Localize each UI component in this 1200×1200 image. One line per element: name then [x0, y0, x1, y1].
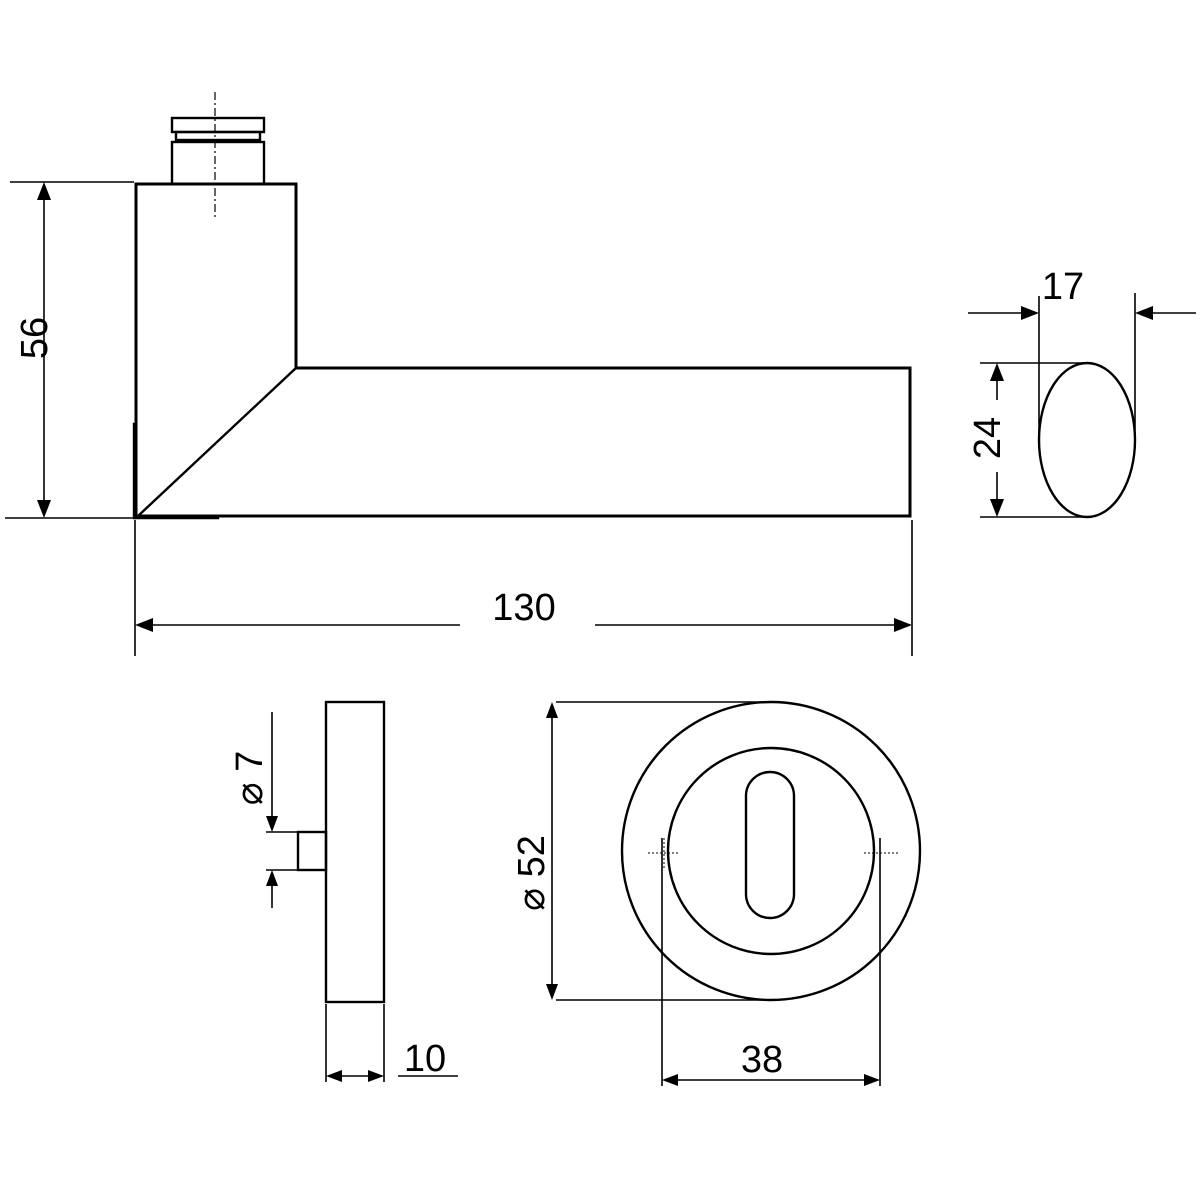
- dimension-screw-spacing-label: 38: [741, 1039, 783, 1081]
- lever-arm: [136, 366, 912, 518]
- dimension-10: 10: [325, 1004, 458, 1082]
- spindle-body: [170, 140, 266, 186]
- dimension-38: 38: [661, 838, 881, 1086]
- lever-side-view: [132, 92, 912, 520]
- dimension-length-label: 130: [492, 587, 555, 629]
- rose-outer-circle: [620, 700, 922, 1002]
- section-ellipse: [1037, 361, 1137, 519]
- spindle-collar: [174, 130, 262, 142]
- arrow-head: [546, 702, 558, 718]
- rose-plate-side: [324, 700, 386, 1004]
- rose-front-view: [620, 700, 922, 1002]
- keyhole-slot: [744, 770, 796, 920]
- arrow-head: [990, 499, 1004, 517]
- arrow-head: [894, 618, 912, 632]
- dimension-dia-52: ⌀ 52: [511, 701, 771, 1001]
- lever-cross-section: [1037, 361, 1137, 519]
- arrow-head: [546, 984, 558, 1000]
- dimension-width-label: 17: [1042, 266, 1084, 308]
- dimension-dia-7: ⌀ 7: [229, 712, 298, 908]
- arrow-head: [662, 1074, 678, 1086]
- arrow-head: [1021, 306, 1039, 320]
- dimension-24: 24: [967, 362, 1090, 518]
- dimension-section-label: 24: [967, 417, 1009, 459]
- lever-neck: [134, 182, 298, 518]
- arrow-head: [37, 182, 51, 200]
- dimension-rose-diameter-label: ⌀ 52: [511, 835, 553, 911]
- dimension-17: 17: [968, 266, 1196, 436]
- spindle-stub: [296, 830, 328, 872]
- arrow-head: [368, 1070, 384, 1082]
- arrow-head: [37, 500, 51, 518]
- dimension-height-label: 56: [14, 317, 56, 359]
- arrow-head: [266, 816, 278, 832]
- rose-inner-circle: [666, 746, 876, 956]
- arrow-head: [990, 363, 1004, 381]
- lever-chamfer: [136, 366, 298, 518]
- dimension-130: 130: [134, 520, 913, 656]
- dimension-56: 56: [5, 181, 134, 519]
- arrow-head: [1135, 306, 1153, 320]
- dimension-spindle-label: ⌀ 7: [229, 751, 271, 806]
- arrow-head: [135, 618, 153, 632]
- dimension-thickness-label: 10: [404, 1038, 446, 1080]
- arrow-head: [326, 1070, 342, 1082]
- arrow-head: [864, 1074, 880, 1086]
- arrow-head: [266, 870, 278, 886]
- rose-side-view: [296, 700, 386, 1004]
- spindle-cap: [170, 116, 266, 134]
